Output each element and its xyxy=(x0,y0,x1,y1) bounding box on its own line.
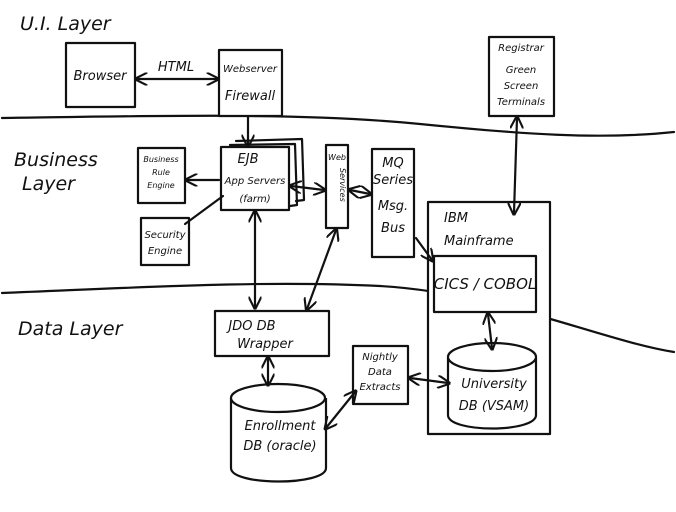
green-label: Green xyxy=(506,65,537,76)
app-server-stack-back xyxy=(234,137,306,203)
security-label-2: Engine xyxy=(148,246,182,257)
data-label: Data xyxy=(368,367,392,378)
app-server-stack-mid xyxy=(228,142,299,208)
business-data-divider xyxy=(0,282,676,354)
nightly-enrollment-arrow xyxy=(326,392,355,428)
registrar-mainframe-arrow xyxy=(514,118,517,213)
university-db-cylinder xyxy=(446,357,538,430)
security-label-1: Security xyxy=(144,230,186,241)
webservices-mq-arrow xyxy=(350,190,370,194)
web-label: Web xyxy=(328,153,346,162)
business-rule-label-3: Engine xyxy=(147,181,174,190)
enrollment-db-top xyxy=(229,382,327,414)
nightly-university-arrow xyxy=(410,378,448,383)
ejb-label: EJB xyxy=(238,152,259,167)
terminals-label: Terminals xyxy=(497,97,545,108)
app-servers-label: App Servers xyxy=(224,176,286,187)
ibm-label: IBM xyxy=(444,211,468,226)
html-edge-label: HTML xyxy=(158,60,194,75)
services-label: Services xyxy=(338,168,347,202)
cics-cobol-label: CICS / COBOL xyxy=(434,275,537,293)
business-rule-label-2: Rule xyxy=(152,168,170,177)
cics-cobol-box xyxy=(432,254,538,314)
registrar-terminals-box xyxy=(487,35,556,118)
jdo-db-label: JDO DB xyxy=(225,319,275,334)
webserver-label: Webserver xyxy=(223,64,278,75)
series-label: Series xyxy=(373,173,413,188)
data-layer-label: Data Layer xyxy=(18,318,124,340)
nightly-label: Nightly xyxy=(362,352,399,363)
msg-label: Msg. xyxy=(378,199,408,214)
browser-label: Browser xyxy=(74,69,129,84)
enrollment-db-oracle-label: DB (oracle) xyxy=(243,439,316,454)
ui-business-divider xyxy=(0,114,676,137)
cics-university-arrow xyxy=(488,314,492,348)
mainframe-label: Mainframe xyxy=(444,234,514,249)
firewall-label: Firewall xyxy=(225,89,276,104)
business-rule-engine-box xyxy=(136,146,187,205)
ejb-security-line xyxy=(183,194,225,226)
business-layer-label-2: Layer xyxy=(22,173,76,195)
registrar-label: Registrar xyxy=(498,43,545,54)
business-rule-label-1: Business xyxy=(143,155,178,164)
business-layer-label: Business xyxy=(14,149,98,171)
nightly-data-extracts-box xyxy=(351,344,410,406)
enrollment-db-cylinder xyxy=(229,398,328,483)
farm-label: (farm) xyxy=(239,194,270,205)
wrapper-label: Wrapper xyxy=(237,337,294,352)
mq-cics-arrow xyxy=(414,236,432,260)
bus-label: Bus xyxy=(381,221,405,236)
webserver-box xyxy=(217,48,284,118)
ejb-webservices-arrow xyxy=(291,186,324,190)
university-db-vsam-label: DB (VSAM) xyxy=(459,399,529,414)
webservices-jdo-arrow xyxy=(307,230,336,309)
university-label: University xyxy=(461,377,527,392)
extracts-label: Extracts xyxy=(359,382,400,393)
screen-label: Screen xyxy=(504,81,539,92)
ui-layer-label: U.I. Layer xyxy=(20,13,112,35)
mq-series-box xyxy=(370,147,416,259)
security-engine-box xyxy=(139,216,191,267)
jdo-db-wrapper-box xyxy=(213,309,331,358)
mq-label: MQ xyxy=(382,156,403,171)
enrollment-label: Enrollment xyxy=(245,419,317,434)
